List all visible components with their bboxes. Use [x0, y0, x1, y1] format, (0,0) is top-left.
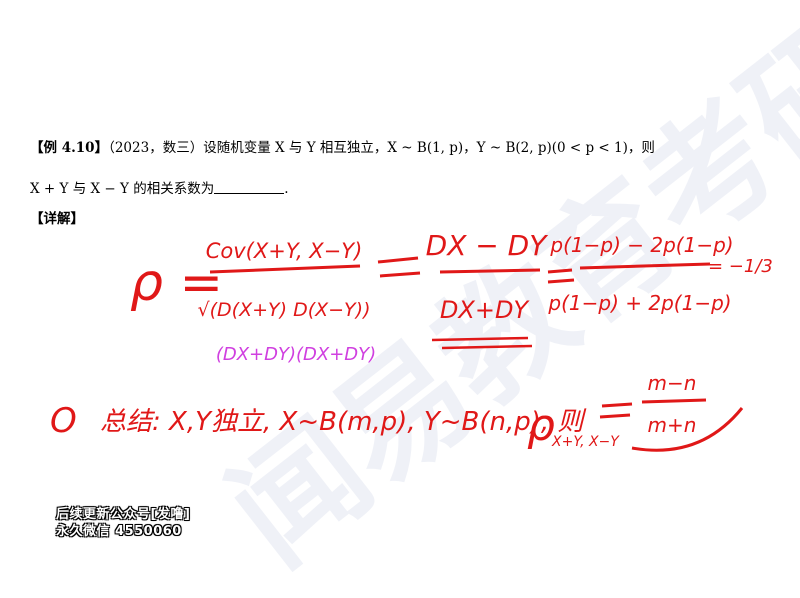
red-ink: ρ = Cov(X+Y, X−Y) √(D(X+Y) D(X−Y)) DX − … — [50, 229, 773, 452]
hw-num1: Cov(X+Y, X−Y) — [206, 239, 363, 263]
hw-bar1 — [209, 264, 361, 274]
hw-magenta-note: (DX+DY)(DX+DY) — [216, 344, 376, 365]
answer-blank — [214, 182, 285, 194]
hw-result: = −1/3 — [708, 256, 773, 277]
problem-line-end: . — [284, 181, 289, 197]
problem-statement: 设随机变量 X 与 Y 相互独立，X ~ B(1, p)，Y ~ B(2, p)… — [203, 140, 655, 156]
hw-conclusion-num: m−n — [648, 371, 697, 395]
hw-den2: DX+DY — [440, 296, 531, 324]
problem-line-2: X + Y 与 X − Y 的相关系数为. — [30, 177, 289, 197]
hw-num2: DX − DY — [426, 229, 549, 262]
solution-label: 【详解】 — [30, 211, 84, 227]
hw-bar2 — [439, 268, 541, 274]
hw-bar3 — [579, 262, 711, 270]
hw-den1: √(D(X+Y) D(X−Y)) — [198, 299, 371, 321]
hw-num3: p(1−p) − 2p(1−p) — [549, 233, 733, 257]
hw-conclusion-sub: X+Y, X−Y — [551, 434, 620, 450]
problem-question: X + Y 与 X − Y 的相关系数为 — [30, 181, 215, 197]
hw-lhs: ρ = — [130, 253, 223, 313]
problem-line-1: 【例 4.10】（2023，数三）设随机变量 X 与 Y 相互独立，X ~ B(… — [30, 136, 655, 156]
footer-line-1: 后续更新公众号[发噜] — [56, 507, 191, 522]
footer-line-2: 永久微信 4550060 — [56, 524, 182, 539]
hw-conclusion-marker: O — [50, 401, 77, 441]
document-page: 闻易教育考研 【例 4.10】（2023，数三）设随机变量 X 与 Y 相互独立… — [30, 0, 800, 593]
hw-conclusion-den: m+n — [648, 413, 697, 437]
problem-tag: 【例 4.10】 — [30, 140, 109, 156]
hw-conclusion-rho: ρ — [527, 400, 555, 451]
hw-conclusion-text: 总结: X,Y独立, X~B(m,p), Y~B(n,p), 则 — [100, 407, 587, 437]
hw-den3: p(1−p) + 2p(1−p) — [547, 291, 731, 315]
problem-source: （2023，数三） — [108, 140, 204, 156]
handwritten-solution: ρ = Cov(X+Y, X−Y) √(D(X+Y) D(X−Y)) DX − … — [50, 229, 773, 452]
